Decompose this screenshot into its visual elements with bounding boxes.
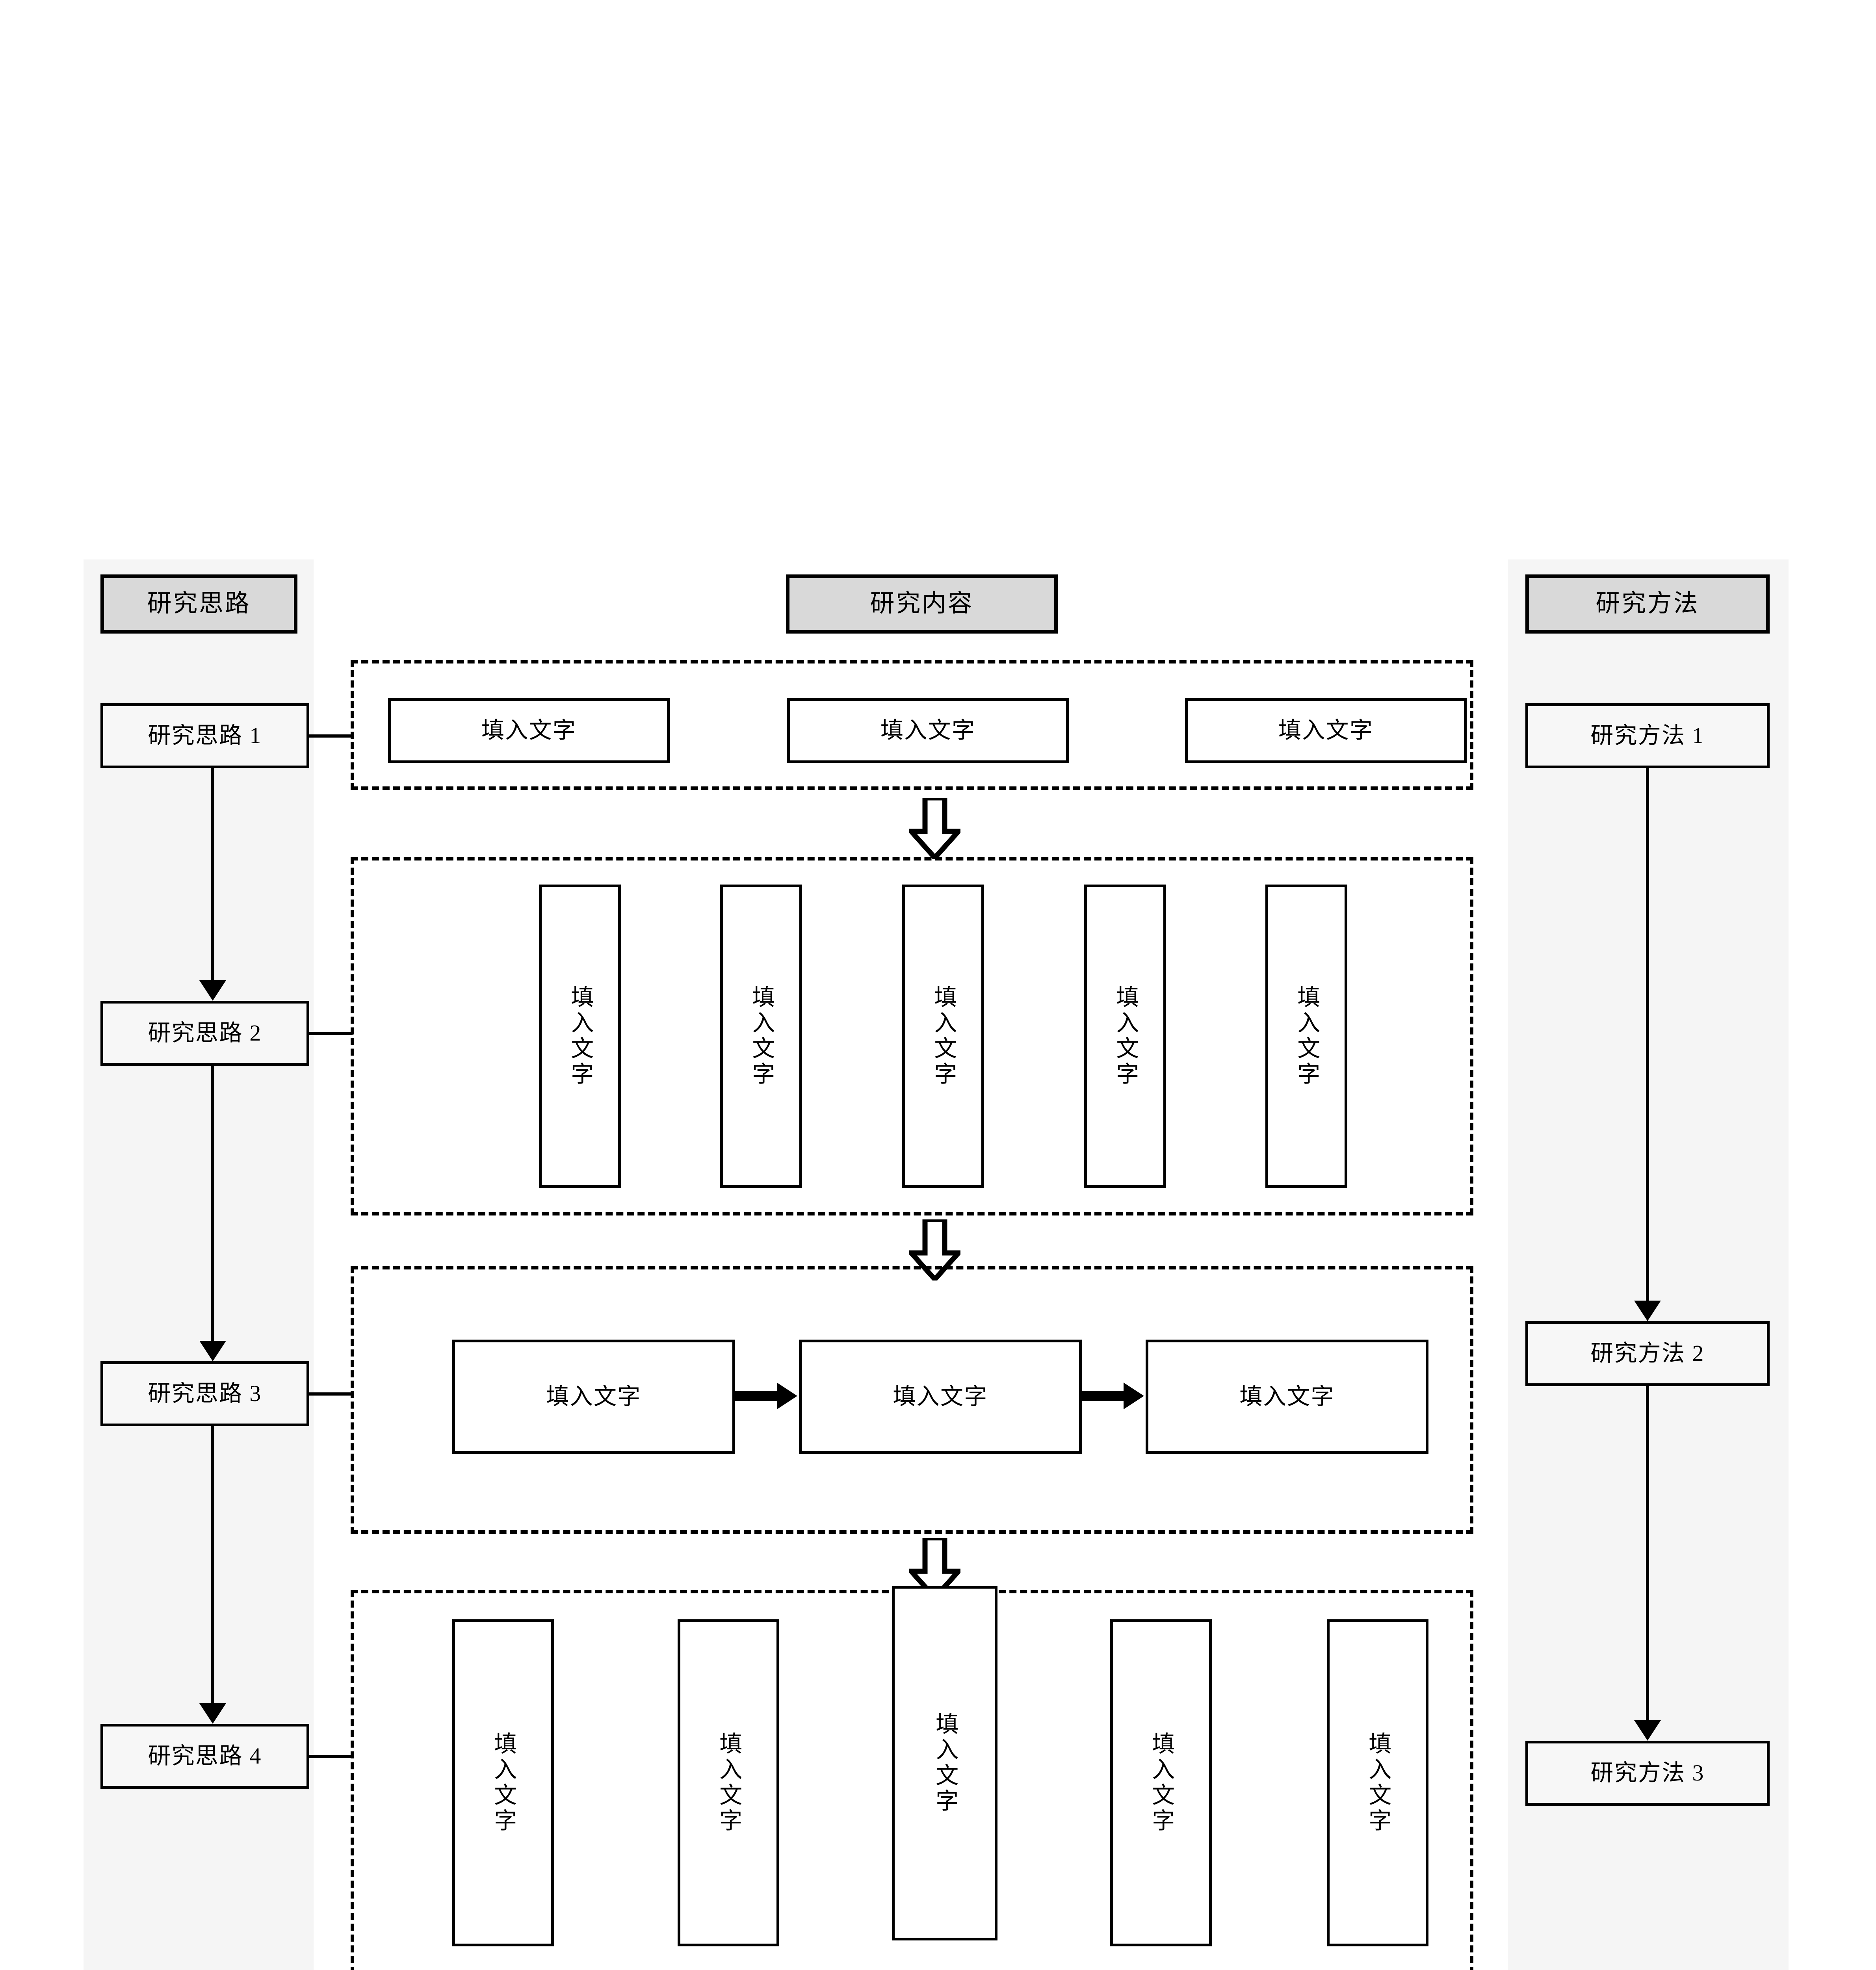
right-item-3[interactable]: 研究方法 3 xyxy=(1525,1741,1770,1806)
left-item-2[interactable]: 研究思路 2 xyxy=(100,1001,309,1066)
column-header-left-label: 研究思路 xyxy=(147,590,251,617)
right-flow-line-2-3 xyxy=(1646,1386,1649,1721)
panel-4-box-2-label: 填入文字 xyxy=(716,1732,742,1834)
panel-2-box-3-label: 填入文字 xyxy=(931,985,957,1087)
panel-3-box-1-label: 填入文字 xyxy=(546,1383,641,1409)
panel-1-box-3-label: 填入文字 xyxy=(1278,717,1374,743)
left-connector-2 xyxy=(309,1032,353,1035)
panel-3-chain-arrowhead-2 xyxy=(1124,1383,1144,1409)
block-arrow-down-1 xyxy=(909,798,960,859)
right-flow-line-1-2 xyxy=(1646,768,1649,1302)
panel-4-box-5[interactable]: 填入文字 xyxy=(1327,1619,1428,1946)
content-panel-1 xyxy=(351,660,1473,790)
panel-1-box-2[interactable]: 填入文字 xyxy=(787,698,1069,763)
panel-1-box-3[interactable]: 填入文字 xyxy=(1185,698,1467,763)
left-item-3-label: 研究思路 3 xyxy=(148,1381,262,1407)
content-panel-2 xyxy=(351,857,1473,1215)
column-header-right: 研究方法 xyxy=(1525,574,1770,634)
panel-4-box-3[interactable]: 填入文字 xyxy=(892,1586,997,1940)
panel-4-box-5-label: 填入文字 xyxy=(1365,1732,1391,1834)
panel-2-box-4[interactable]: 填入文字 xyxy=(1084,885,1166,1188)
right-item-1[interactable]: 研究方法 1 xyxy=(1525,703,1770,768)
content-panel-3 xyxy=(351,1266,1473,1534)
left-item-4-label: 研究思路 4 xyxy=(148,1743,262,1769)
panel-1-box-1[interactable]: 填入文字 xyxy=(388,698,670,763)
panel-3-box-1[interactable]: 填入文字 xyxy=(452,1340,735,1454)
panel-2-box-3[interactable]: 填入文字 xyxy=(902,885,984,1188)
column-header-center-label: 研究内容 xyxy=(870,590,974,617)
left-connector-1 xyxy=(309,734,353,738)
left-item-1-label: 研究思路 1 xyxy=(148,723,262,749)
left-flow-arrowhead-3-4 xyxy=(199,1703,226,1724)
panel-2-box-1-label: 填入文字 xyxy=(567,985,593,1087)
panel-2-box-5-label: 填入文字 xyxy=(1294,985,1320,1087)
panel-2-box-2[interactable]: 填入文字 xyxy=(720,885,802,1188)
panel-4-box-2[interactable]: 填入文字 xyxy=(678,1619,779,1946)
left-connector-4 xyxy=(309,1755,353,1758)
column-header-left: 研究思路 xyxy=(100,574,297,634)
panel-4-box-1[interactable]: 填入文字 xyxy=(452,1619,554,1946)
panel-2-box-4-label: 填入文字 xyxy=(1113,985,1139,1087)
left-flow-line-3-4 xyxy=(211,1426,214,1704)
panel-1-box-1-label: 填入文字 xyxy=(481,717,577,743)
panel-3-box-3[interactable]: 填入文字 xyxy=(1146,1340,1428,1454)
column-header-right-label: 研究方法 xyxy=(1596,590,1700,617)
panel-2-box-2-label: 填入文字 xyxy=(749,985,775,1087)
block-arrow-down-3 xyxy=(909,1538,960,1599)
right-flow-arrowhead-1-2 xyxy=(1634,1301,1661,1321)
left-item-2-label: 研究思路 2 xyxy=(148,1020,262,1046)
left-connector-3 xyxy=(309,1392,353,1396)
panel-4-box-3-label: 填入文字 xyxy=(932,1712,958,1814)
right-item-2[interactable]: 研究方法 2 xyxy=(1525,1321,1770,1386)
panel-3-chain-line-2 xyxy=(1082,1391,1125,1401)
right-flow-arrowhead-2-3 xyxy=(1634,1720,1661,1741)
panel-3-box-2[interactable]: 填入文字 xyxy=(799,1340,1082,1454)
panel-3-box-3-label: 填入文字 xyxy=(1239,1383,1335,1409)
right-item-2-label: 研究方法 2 xyxy=(1590,1340,1705,1366)
left-flow-line-1-2 xyxy=(211,768,214,981)
panel-3-box-2-label: 填入文字 xyxy=(893,1383,988,1409)
right-item-1-label: 研究方法 1 xyxy=(1590,723,1705,749)
column-header-center: 研究内容 xyxy=(786,574,1058,634)
panel-4-box-4-label: 填入文字 xyxy=(1148,1732,1174,1834)
panel-3-chain-arrowhead-1 xyxy=(777,1383,797,1409)
left-flow-line-2-3 xyxy=(211,1066,214,1342)
panel-2-box-5[interactable]: 填入文字 xyxy=(1265,885,1347,1188)
panel-4-box-4[interactable]: 填入文字 xyxy=(1110,1619,1212,1946)
left-flow-arrowhead-1-2 xyxy=(199,980,226,1001)
right-item-3-label: 研究方法 3 xyxy=(1590,1760,1705,1786)
left-item-1[interactable]: 研究思路 1 xyxy=(100,703,309,768)
panel-4-box-1-label: 填入文字 xyxy=(490,1732,516,1834)
panel-2-box-1[interactable]: 填入文字 xyxy=(539,885,621,1188)
left-flow-arrowhead-2-3 xyxy=(199,1341,226,1361)
panel-1-box-2-label: 填入文字 xyxy=(880,717,976,743)
left-item-4[interactable]: 研究思路 4 xyxy=(100,1724,309,1789)
left-item-3[interactable]: 研究思路 3 xyxy=(100,1361,309,1426)
panel-3-chain-line-1 xyxy=(735,1391,778,1401)
